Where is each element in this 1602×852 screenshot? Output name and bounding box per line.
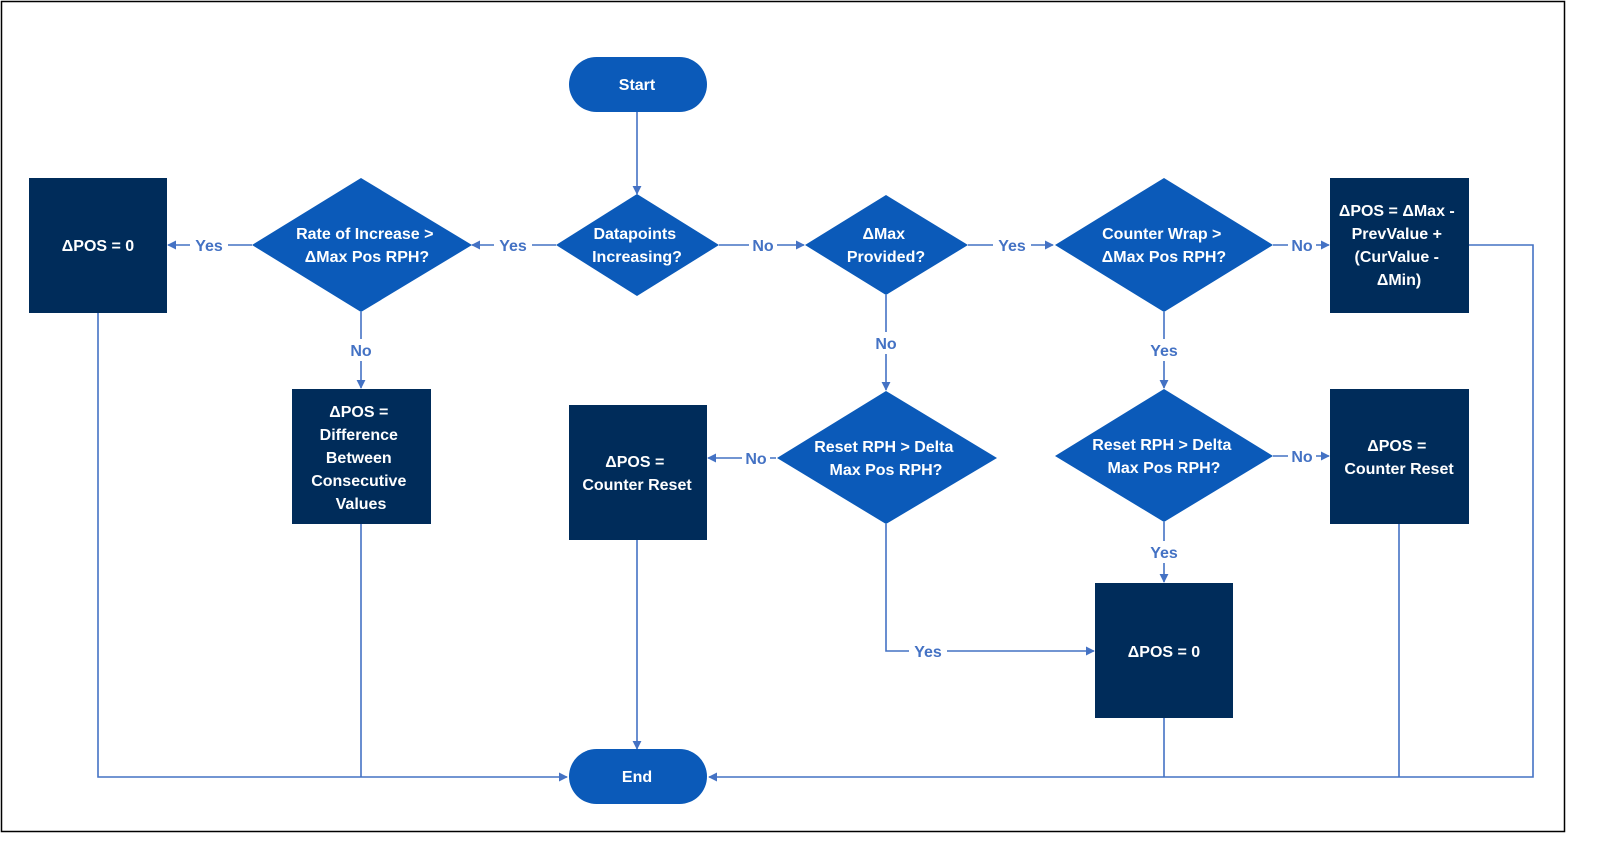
- edge-label-bg: [494, 234, 532, 256]
- start-terminal: [569, 57, 707, 112]
- edge-reset-mid-to-pos-zero-bottom: [885, 524, 1095, 656]
- diagram-frame: [0, 0, 1566, 833]
- edge-label-yes-rate-to-zero: Yes: [195, 238, 223, 255]
- end-label: End: [622, 769, 652, 786]
- edge-label-no-datapoints-to-max: No: [752, 238, 774, 255]
- process-pos-difference: [292, 389, 431, 524]
- edge-label-bg: [1145, 541, 1183, 563]
- edge-left-merge-to-end: [97, 313, 568, 782]
- edge-label-yes-reset-mid-to-zero: Yes: [914, 644, 942, 661]
- counter-wrap-label: Counter Wrap > ΔMax Pos RPH?: [1102, 226, 1226, 266]
- pos-zero-bottom-label: ΔPOS = 0: [1128, 644, 1201, 661]
- edge-label-yes-max-to-wrap: Yes: [998, 238, 1026, 255]
- max-provided-label: ΔMax Provided?: [847, 226, 925, 266]
- decision-counter-wrap: [1055, 178, 1273, 312]
- edge-label-no-wrap-to-formula: No: [1291, 238, 1313, 255]
- decision-reset-mid: [777, 391, 997, 524]
- start-label: Start: [619, 77, 656, 94]
- edge-label-bg: [749, 234, 777, 256]
- pos-difference-label: ΔPOS = Difference Between Consecutive Va…: [311, 404, 411, 513]
- node-texts: Start Datapoints Increasing? Rate of Inc…: [62, 77, 1459, 786]
- pos-counter-reset-right-label: ΔPOS = Counter Reset: [1344, 438, 1454, 478]
- edge-label-bg: [1145, 339, 1183, 361]
- decision-max-provided: [805, 195, 968, 295]
- edge-label-bg: [190, 234, 228, 256]
- rate-of-increase-label: Rate of Increase > ΔMax Pos RPH?: [296, 226, 438, 266]
- edge-label-yes-wrap-to-reset: Yes: [1150, 343, 1178, 360]
- pos-zero-left-label: ΔPOS = 0: [62, 238, 135, 255]
- edge-label-no-rate-to-difference: No: [350, 343, 372, 360]
- shapes: [29, 57, 1469, 804]
- edge-label-bg: [1288, 445, 1316, 467]
- connectors: [97, 112, 1534, 782]
- edge-label-yes-reset-right-to-zero: Yes: [1150, 545, 1178, 562]
- edge-label-no-reset-mid-to-counter: No: [745, 451, 767, 468]
- decision-datapoints-increasing: [556, 194, 719, 296]
- reset-mid-label: Reset RPH > Delta Max Pos RPH?: [814, 439, 958, 479]
- edge-label-bg: [993, 234, 1031, 256]
- edge-label-bg: [1288, 234, 1316, 256]
- edge-label-no-reset-right-to-counter: No: [1291, 449, 1313, 466]
- edge-labels: Yes Yes No Yes No No No Yes No No Yes Ye…: [190, 234, 1316, 662]
- process-pos-counter-reset-mid: [569, 405, 707, 540]
- decision-reset-right: [1055, 389, 1273, 522]
- process-pos-zero-left: [29, 178, 167, 313]
- edge-label-bg: [742, 447, 770, 469]
- pos-counter-reset-mid-label: ΔPOS = Counter Reset: [582, 454, 692, 494]
- pos-formula-label: ΔPOS = ΔMax - PrevValue + (CurValue - ΔM…: [1339, 203, 1459, 289]
- reset-right-label: Reset RPH > Delta Max Pos RPH?: [1092, 437, 1236, 477]
- process-pos-formula: [1330, 178, 1469, 313]
- edge-label-bg: [871, 332, 901, 354]
- edge-label-yes-datapoints-to-rate: Yes: [499, 238, 527, 255]
- decision-rate-of-increase: [252, 178, 472, 312]
- edge-label-no-max-to-reset: No: [875, 336, 897, 353]
- process-pos-counter-reset-right: [1330, 389, 1469, 524]
- edge-formula-right-return-to-end: [708, 244, 1534, 782]
- edge-label-bg: [909, 640, 947, 662]
- process-pos-zero-bottom: [1095, 583, 1233, 718]
- end-terminal: [569, 749, 707, 804]
- edge-label-bg: [346, 339, 376, 361]
- datapoints-increasing-label: Datapoints Increasing?: [592, 226, 682, 266]
